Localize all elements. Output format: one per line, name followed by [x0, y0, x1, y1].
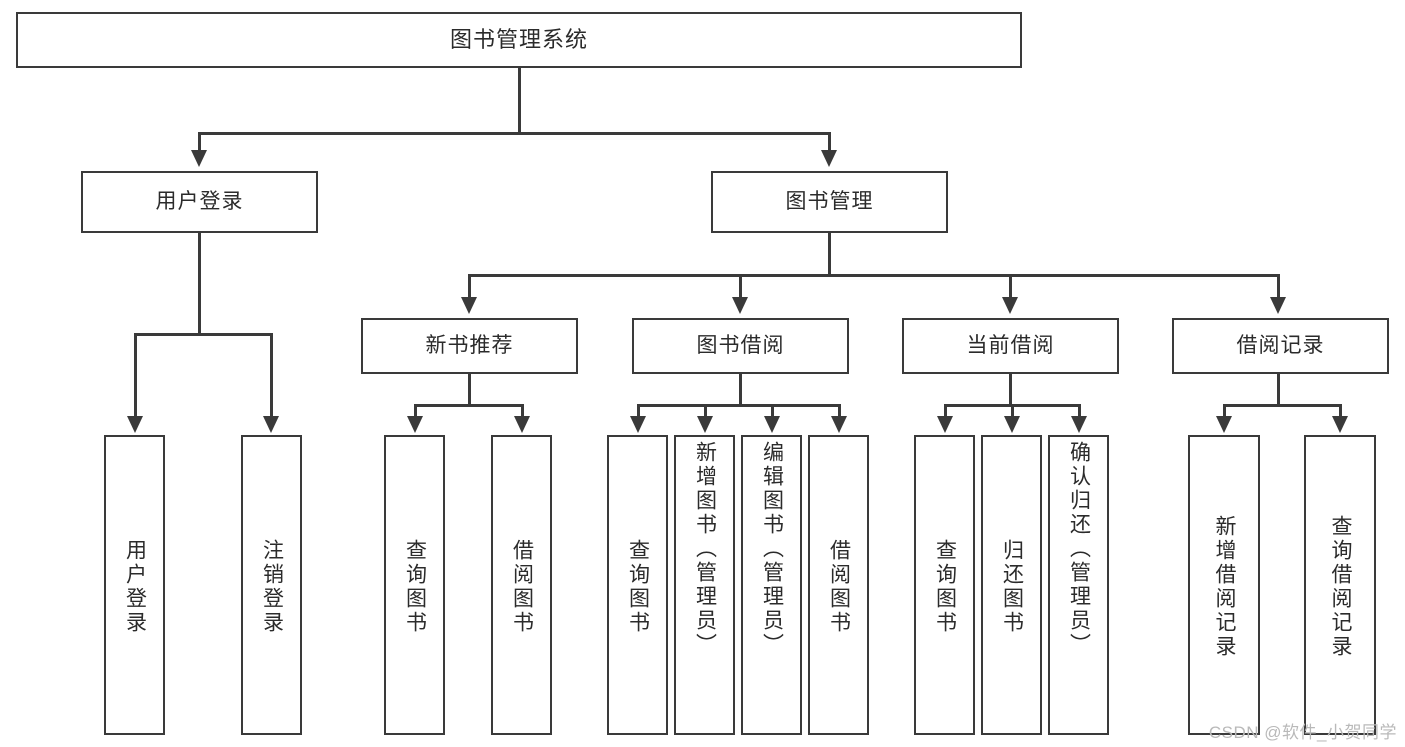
node-user-login[interactable]: 用户登录 [81, 171, 318, 233]
leaf-book-borrow-query[interactable]: 查询图书 [607, 435, 668, 735]
connector-current-borrow-child-2 [1011, 404, 1014, 418]
arrowhead-book-manage-child-4 [1270, 297, 1286, 314]
arrowhead-book-borrow-child-2 [697, 416, 713, 433]
connector-book-manage-child-2 [739, 274, 742, 299]
connector-book-borrow-stem [739, 374, 742, 407]
connector-user-login-bar [134, 333, 273, 336]
node-book-manage[interactable]: 图书管理 [711, 171, 948, 233]
leaf-label: 确认归还（管理员） [1067, 441, 1091, 657]
arrowhead-current-borrow-child-3 [1071, 416, 1087, 433]
node-book-borrow[interactable]: 图书借阅 [632, 318, 849, 374]
connector-book-borrow-child-2 [704, 404, 707, 418]
leaf-label: 新增借阅记录 [1213, 515, 1237, 659]
connector-new-book-child-1 [414, 404, 417, 418]
arrowhead-user-login-child-1 [127, 416, 143, 433]
node-label: 图书管理系统 [449, 26, 588, 52]
arrowhead-root-to-user-login [191, 150, 207, 167]
leaf-book-add-admin[interactable]: 新增图书（管理员） [674, 435, 735, 735]
leaf-new-book-borrow[interactable]: 借阅图书 [491, 435, 552, 735]
arrowhead-book-manage-child-1 [461, 297, 477, 314]
node-borrow-record[interactable]: 借阅记录 [1172, 318, 1389, 374]
leaf-label: 编辑图书（管理员） [760, 441, 784, 657]
leaf-current-query[interactable]: 查询图书 [914, 435, 975, 735]
connector-borrow-record-bar [1223, 404, 1342, 407]
leaf-label: 查询借阅记录 [1329, 515, 1353, 659]
arrowhead-book-borrow-child-1 [630, 416, 646, 433]
connector-book-borrow-child-3 [771, 404, 774, 418]
connector-root-bar [198, 132, 830, 135]
connector-user-login-child-1 [134, 333, 137, 418]
node-current-borrow[interactable]: 当前借阅 [902, 318, 1119, 374]
connector-new-book-child-2 [521, 404, 524, 418]
arrowhead-borrow-record-child-2 [1332, 416, 1348, 433]
node-label: 当前借阅 [966, 334, 1055, 358]
leaf-book-borrow-action[interactable]: 借阅图书 [808, 435, 869, 735]
leaf-label: 查询图书 [626, 539, 650, 635]
connector-borrow-record-child-1 [1223, 404, 1226, 418]
arrowhead-book-manage-child-2 [732, 297, 748, 314]
leaf-current-return[interactable]: 归还图书 [981, 435, 1042, 735]
connector-book-manage-child-1 [468, 274, 471, 299]
connector-borrow-record-child-2 [1339, 404, 1342, 418]
connector-book-manage-bar [468, 274, 1280, 277]
node-label: 图书管理 [785, 190, 874, 214]
arrowhead-borrow-record-child-1 [1216, 416, 1232, 433]
connector-borrow-record-stem [1277, 374, 1280, 407]
leaf-label: 借阅图书 [510, 539, 534, 635]
leaf-record-query[interactable]: 查询借阅记录 [1304, 435, 1376, 735]
arrowhead-user-login-child-2 [263, 416, 279, 433]
connector-root-stem [518, 68, 521, 134]
connector-book-manage-child-4 [1277, 274, 1280, 299]
leaf-label: 注销登录 [260, 539, 284, 635]
connector-current-borrow-child-1 [944, 404, 947, 418]
leaf-label: 用户登录 [123, 539, 147, 635]
connector-book-manage-stem [828, 233, 831, 277]
node-new-book-recommend[interactable]: 新书推荐 [361, 318, 578, 374]
node-root-system[interactable]: 图书管理系统 [16, 12, 1022, 68]
connector-book-borrow-child-1 [637, 404, 640, 418]
leaf-label: 查询图书 [933, 539, 957, 635]
arrowhead-new-book-child-1 [407, 416, 423, 433]
arrowhead-book-borrow-child-4 [831, 416, 847, 433]
connector-new-book-stem [468, 374, 471, 407]
leaf-label: 归还图书 [1000, 539, 1024, 635]
connector-root-to-book-manage [828, 132, 831, 152]
connector-book-borrow-child-4 [838, 404, 841, 418]
leaf-confirm-return-admin[interactable]: 确认归还（管理员） [1048, 435, 1109, 735]
arrowhead-book-manage-child-3 [1002, 297, 1018, 314]
connector-user-login-child-2 [270, 333, 273, 418]
connector-current-borrow-stem [1009, 374, 1012, 407]
leaf-label: 查询图书 [403, 539, 427, 635]
connector-root-to-user-login [198, 132, 201, 152]
watermark-text: CSDN @软件_小贺同学 [1208, 723, 1397, 742]
node-label: 图书借阅 [696, 334, 785, 358]
connector-new-book-bar [414, 404, 524, 407]
leaf-user-logout[interactable]: 注销登录 [241, 435, 302, 735]
leaf-user-login[interactable]: 用户登录 [104, 435, 165, 735]
leaf-label: 借阅图书 [827, 539, 851, 635]
node-label: 用户登录 [155, 190, 244, 214]
connector-book-borrow-bar [637, 404, 841, 407]
node-label: 新书推荐 [425, 334, 514, 358]
arrowhead-book-borrow-child-3 [764, 416, 780, 433]
connector-current-borrow-child-3 [1078, 404, 1081, 418]
arrowhead-current-borrow-child-1 [937, 416, 953, 433]
arrowhead-new-book-child-2 [514, 416, 530, 433]
leaf-record-add[interactable]: 新增借阅记录 [1188, 435, 1260, 735]
leaf-book-edit-admin[interactable]: 编辑图书（管理员） [741, 435, 802, 735]
node-label: 借阅记录 [1236, 334, 1325, 358]
arrowhead-current-borrow-child-2 [1004, 416, 1020, 433]
connector-user-login-stem [198, 233, 201, 336]
leaf-label: 新增图书（管理员） [693, 441, 717, 657]
arrowhead-root-to-book-manage [821, 150, 837, 167]
connector-book-manage-child-3 [1009, 274, 1012, 299]
leaf-new-book-query[interactable]: 查询图书 [384, 435, 445, 735]
